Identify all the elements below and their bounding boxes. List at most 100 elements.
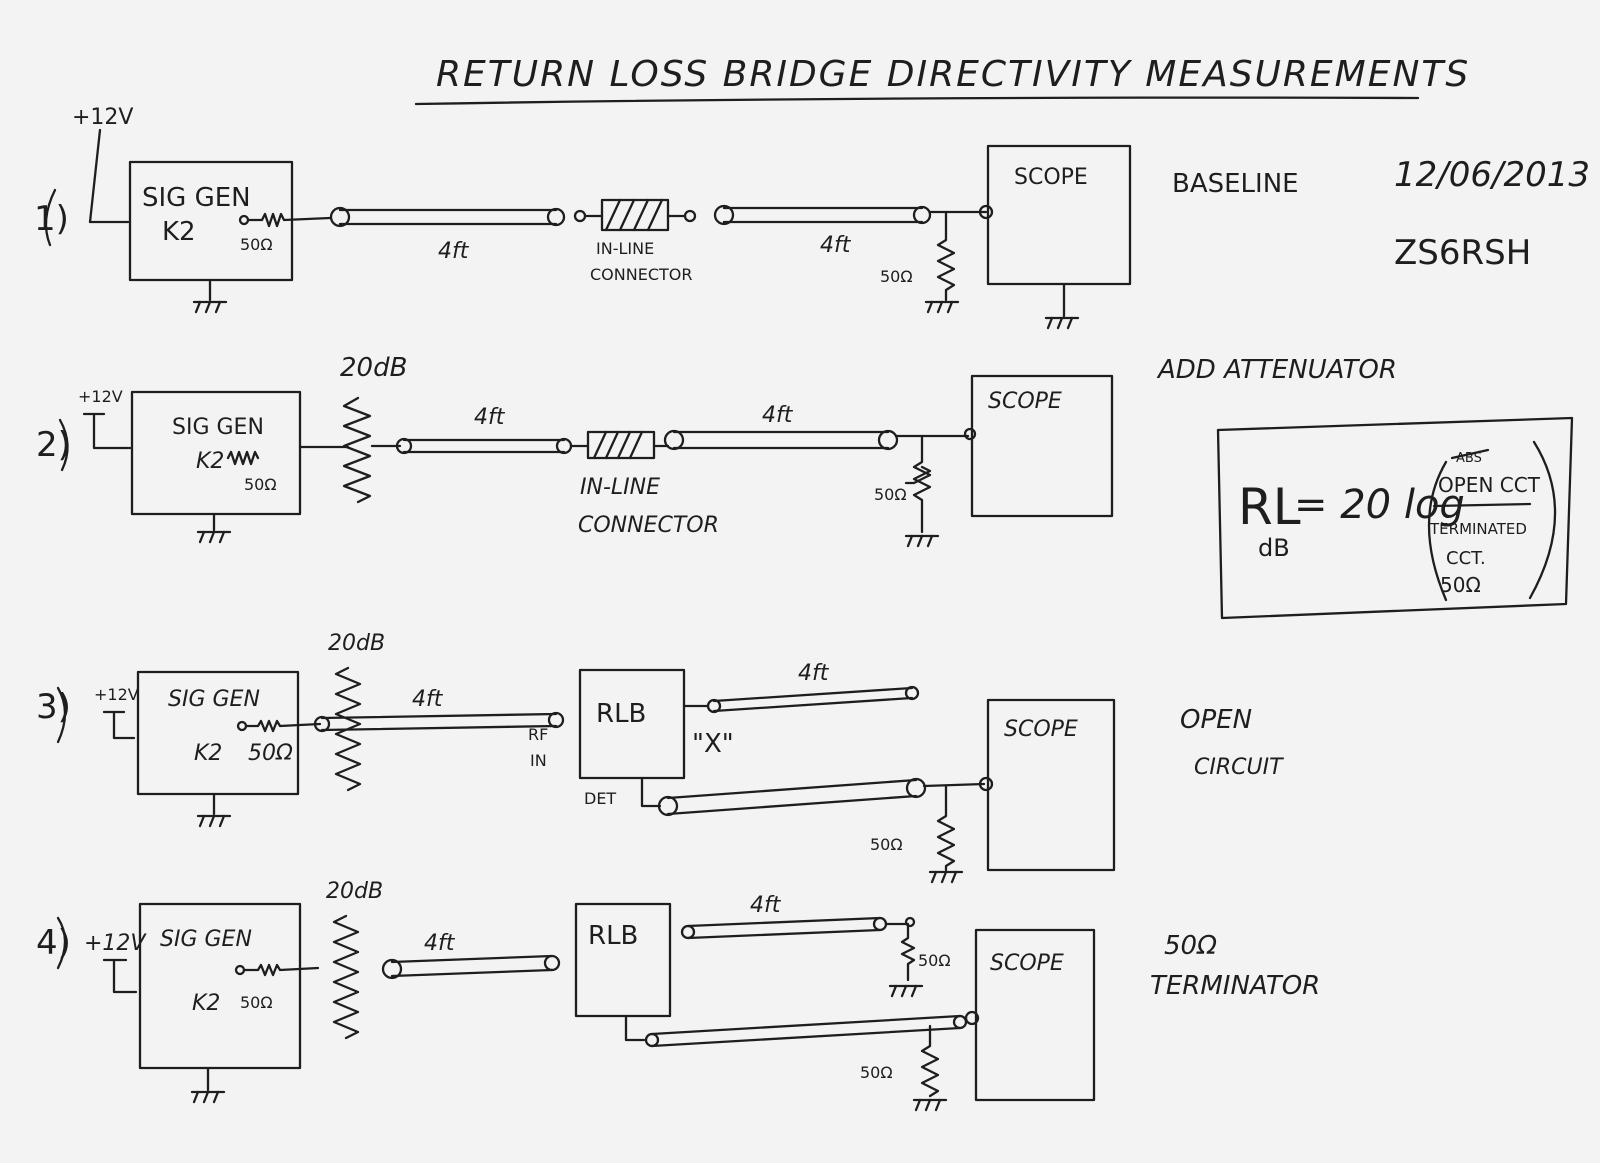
coax-cable-1b	[713, 204, 932, 226]
sig-gen-box-4	[138, 902, 302, 1070]
cable-length-4b: 4ft	[750, 893, 782, 918]
supply-wire-3	[102, 710, 136, 740]
scope-wire-3	[922, 782, 986, 788]
attenuator-label-3: 20dB	[328, 631, 385, 656]
source-resistor-2	[226, 450, 260, 466]
cable-length-4a: 4ft	[424, 931, 456, 956]
coax-cable-3b	[706, 685, 920, 714]
cable-length-3b: 4ft	[798, 661, 830, 686]
step-1-circuit: 1) +12V SIG GEN K2 50Ω 4ft IN-LINE	[34, 105, 1590, 330]
supply-wire-2	[82, 412, 132, 450]
formula-denominator-3: 50Ω	[1440, 573, 1481, 597]
supply-wire-4	[102, 958, 138, 994]
ground-icon	[904, 534, 940, 548]
k2-label-4: K2	[192, 991, 220, 1016]
termination-resistor-3	[936, 784, 956, 872]
ground-icon	[190, 1090, 226, 1104]
sig-gen-box-3	[136, 670, 300, 796]
termination-label-3: 50Ω	[870, 835, 903, 854]
scope-label-1: SCOPE	[1014, 165, 1088, 190]
step-3-number: 3)	[36, 687, 71, 727]
inline-label-2a: IN-LINE	[580, 475, 660, 500]
x-terminator-label-4: 50Ω	[918, 951, 951, 970]
attenuator-label-4: 20dB	[326, 879, 383, 904]
step-4-number: 4)	[36, 923, 71, 963]
formula-strike	[1450, 448, 1490, 460]
step-4-note-1: 50Ω	[1164, 931, 1217, 961]
attenuator-2	[342, 396, 372, 504]
page-title: RETURN LOSS BRIDGE DIRECTIVITY MEASUREME…	[436, 54, 1470, 95]
x-port-label-3: "X"	[692, 729, 734, 759]
k2-label-1: K2	[162, 217, 196, 247]
termination-resistor-1	[936, 210, 956, 302]
det-label-3: DET	[584, 789, 616, 808]
source-impedance-2: 50Ω	[244, 475, 277, 494]
step-2-bracket	[58, 418, 69, 472]
source-resistor-1	[246, 212, 332, 228]
sig-gen-label-1: SIG GEN	[142, 183, 251, 213]
attenuator-4	[332, 914, 360, 1040]
inline-connector-2	[569, 430, 670, 460]
k2-label-2: K2	[196, 449, 224, 474]
inline-connector-1	[583, 198, 687, 232]
source-impedance-3: 50Ω	[248, 741, 293, 766]
coax-cable-4b	[680, 916, 888, 940]
scope-box-2	[970, 374, 1114, 518]
source-impedance-1: 50Ω	[240, 235, 273, 254]
termination-resistor-2	[904, 434, 932, 534]
sig-gen-port-1	[238, 214, 250, 226]
supply-wire-1	[88, 128, 130, 224]
ground-icon	[196, 814, 232, 828]
x-terminator-4	[884, 922, 916, 982]
termination-label-4: 50Ω	[860, 1063, 893, 1082]
step-4-note-2: TERMINATOR	[1150, 971, 1320, 1001]
sig-gen-label-2: SIG GEN	[172, 415, 264, 440]
inline-label-2b: CONNECTOR	[578, 513, 719, 538]
step-4-bracket	[56, 916, 67, 970]
cable-length-2a: 4ft	[474, 405, 506, 430]
ground-icon	[1044, 316, 1080, 330]
step-1-note: BASELINE	[1172, 169, 1299, 199]
coax-cable-4a	[381, 954, 561, 980]
termination-resistor-4	[920, 1024, 940, 1098]
source-impedance-4: 50Ω	[240, 993, 273, 1012]
step-1-number: 1)	[34, 199, 69, 239]
termination-label-2: 50Ω	[874, 485, 907, 504]
connector-port-1b	[683, 209, 697, 223]
scope-label-4: SCOPE	[990, 951, 1064, 976]
step-2-number: 2)	[36, 425, 71, 465]
cable-length-3a: 4ft	[412, 687, 444, 712]
scope-port-4	[964, 1010, 980, 1026]
rlb-box-4	[574, 902, 672, 1018]
formula-fraction-bar	[1432, 502, 1532, 508]
coax-cable-2a	[395, 437, 573, 455]
attenuator-label-2: 20dB	[340, 353, 407, 383]
supply-label-4: +12V	[84, 931, 147, 956]
scope-label-2: SCOPE	[988, 389, 1062, 414]
rlb-box-3	[578, 668, 686, 780]
coax-cable-3a	[313, 711, 565, 733]
formula-lhs-sub: dB	[1258, 534, 1290, 562]
termination-label-1: 50Ω	[880, 267, 913, 286]
formula-box: RL dB = 20 log ABS OPEN CCT TERMINATED C…	[1216, 416, 1574, 620]
formula-denominator-1: TERMINATED	[1429, 520, 1527, 538]
inline-label-1a: IN-LINE	[596, 239, 654, 258]
rlb-label-4: RLB	[588, 921, 638, 951]
supply-label-3: +12V	[94, 685, 139, 704]
sig-gen-port-4	[234, 964, 246, 976]
supply-label-2: +12V	[78, 387, 123, 406]
step-3-note-1: OPEN	[1180, 705, 1252, 735]
step-3-circuit: 3) +12V SIG GEN K2 50Ω 20dB 4ft RF IN RL…	[36, 631, 1284, 884]
scope-box-3	[986, 698, 1116, 872]
ground-icon	[192, 300, 228, 314]
ground-icon	[888, 984, 924, 998]
sig-gen-label-4: SIG GEN	[160, 927, 252, 952]
source-resistor-3	[244, 719, 322, 733]
ground-icon	[196, 530, 232, 544]
formula-right-paren	[1528, 440, 1557, 600]
formula-lhs: RL	[1238, 478, 1301, 536]
scope-box-1	[986, 144, 1132, 286]
step-2-circuit: 2) +12V SIG GEN K2 50Ω 20dB 4ft IN-	[36, 353, 1397, 548]
